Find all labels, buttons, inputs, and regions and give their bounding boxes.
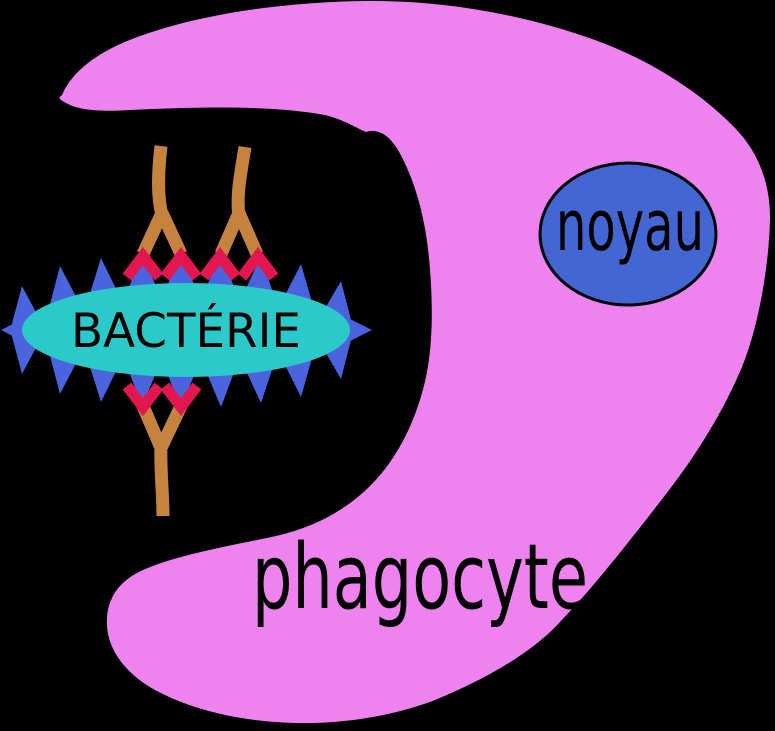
antibody-tip	[160, 246, 202, 281]
antibody-upper-right	[215, 145, 263, 257]
antibody-tip	[199, 246, 241, 281]
antibody-tip	[160, 382, 202, 417]
nucleus-shape	[538, 161, 718, 307]
phagocyte-label: phagocyte	[252, 525, 588, 630]
antibody-tip	[122, 382, 164, 417]
nucleus-label: noyau	[556, 185, 704, 267]
antibody-tip	[237, 246, 279, 281]
antibodies-group	[137, 145, 263, 517]
antibody-tip	[122, 246, 164, 281]
bacterium-body-shape	[22, 283, 350, 377]
bacterium-label: BACTÉRIE	[71, 304, 301, 359]
antibody-lower	[137, 403, 187, 517]
antibody-upper-left	[137, 145, 187, 257]
antibody-tips-group	[122, 246, 279, 417]
